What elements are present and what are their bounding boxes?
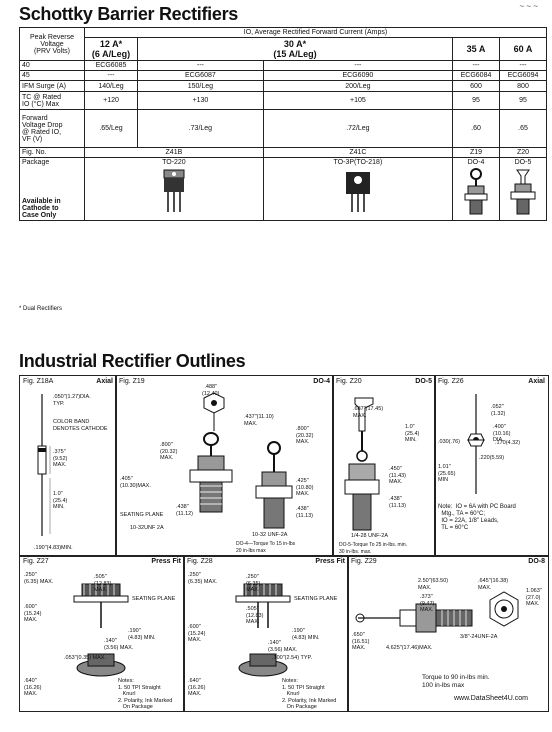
- package-label: Press Fit: [151, 558, 181, 565]
- table-cell: ---: [499, 60, 547, 71]
- fig-label: Fig. Z28: [187, 558, 213, 565]
- row-label: 45: [19, 70, 85, 81]
- table-cell: Z20: [499, 147, 547, 158]
- z26-drawing: [467, 394, 485, 494]
- section-title: Industrial Rectifier Outlines: [19, 351, 246, 371]
- availability-note: Available in Cathode to Case Only: [22, 198, 61, 219]
- table-cell: .65/Leg: [84, 109, 138, 148]
- package-label: Axial: [528, 378, 545, 385]
- table-cell: 95: [452, 91, 500, 110]
- package-label: Press Fit: [315, 558, 345, 565]
- table-cell: .73/Leg: [137, 109, 264, 148]
- row-label: 40: [19, 60, 85, 71]
- do4-package-icon: [464, 168, 488, 215]
- z28-drawing: [235, 583, 291, 677]
- table-row: Forward Voltage Drop @ Rated IO, VF (V).…: [19, 109, 547, 148]
- table-cell: ECG6085: [84, 60, 138, 71]
- footnote: * Dual Rectifiers: [19, 306, 63, 312]
- table-cell: .72/Leg: [262, 109, 454, 148]
- table-cell: ECG6084: [452, 70, 500, 81]
- package-label: Axial: [96, 378, 113, 385]
- table-cell: .60: [452, 109, 500, 148]
- fig-label: Fig. Z26: [438, 378, 464, 385]
- panel-z20: Fig. Z20 DO-5 .687"(17.45) MAX. 1.0" (25…: [332, 375, 436, 557]
- row-label: IFM Surge (A): [19, 80, 85, 92]
- row-label: Forward Voltage Drop @ Rated IO, VF (V): [19, 109, 85, 148]
- package-label: DO-5: [415, 378, 432, 385]
- panel-z18a: Fig. Z18A Axial .050"(1.27)DIA. TYP. COL…: [19, 375, 117, 557]
- group-12a: 12 A*(6 A/Leg): [84, 37, 138, 61]
- table-cell: Z41C: [262, 147, 454, 158]
- fig-label: Fig. Z27: [23, 558, 49, 565]
- panel-z26: Fig. Z26 Axial .052" (1.32) .400" (10.16…: [434, 375, 549, 557]
- table-cell: ---: [137, 60, 264, 71]
- table-cell: DO-4: [452, 157, 500, 221]
- page-title: Schottky Barrier Rectifiers: [19, 4, 238, 24]
- table-cell: ECG6090: [262, 70, 454, 81]
- z27-drawing: [73, 583, 129, 677]
- do5-package-icon: [510, 169, 536, 215]
- table-cell: +130: [137, 91, 264, 110]
- table-cell: ECG6094: [499, 70, 547, 81]
- prv-header: Peak Reverse Voltage (PRV Volts): [19, 27, 85, 61]
- z19-drawing: [189, 392, 293, 529]
- fig-label: Fig. Z18A: [23, 378, 54, 385]
- spec-table: Peak Reverse Voltage (PRV Volts) IO, Ave…: [19, 27, 547, 221]
- group-30a: 30 A*(15 A/Leg): [137, 37, 453, 61]
- watermark: www.DataSheet4U.com: [454, 695, 528, 702]
- current-header: IO, Average Rectified Forward Current (A…: [84, 27, 547, 38]
- table-cell: +120: [84, 91, 138, 110]
- table-cell: 95: [499, 91, 547, 110]
- panel-z29: Fig. Z29 DO-8 2.50"(63.50) MAX. .645"(16…: [347, 555, 549, 712]
- table-cell: Z41B: [84, 147, 264, 158]
- fig-label: Fig. Z29: [351, 558, 377, 565]
- z18a-drawing: [37, 394, 51, 536]
- group-35a: 35 A: [452, 37, 500, 61]
- z29-drawing: [355, 591, 519, 633]
- table-cell: DO-5: [499, 157, 547, 221]
- table-cell: ---: [452, 60, 500, 71]
- panel-z27: Fig. Z27 Press Fit .250" (6.35) MAX. .50…: [19, 555, 185, 712]
- group-60a: 60 A: [499, 37, 547, 61]
- package-label: DO-4: [313, 378, 330, 385]
- table-cell: 600: [452, 80, 500, 92]
- fig-label: Fig. Z19: [119, 378, 145, 385]
- table-cell: ---: [84, 70, 138, 81]
- table-cell: +105: [262, 91, 454, 110]
- table-cell: TO-220: [84, 157, 264, 221]
- row-label: Fig. No.: [19, 147, 85, 158]
- corner-mark: ~ ~ ~: [519, 2, 538, 11]
- table-cell: ECG6087: [137, 70, 264, 81]
- package-label: DO-8: [528, 558, 545, 565]
- table-cell: TO-3P(TO-218): [262, 157, 454, 221]
- panel-z28: Fig. Z28 Press Fit .250" (6.35) MAX. .50…: [183, 555, 349, 712]
- to3p-package-icon: [345, 172, 370, 212]
- fig-label: Fig. Z20: [336, 378, 362, 385]
- table-cell: ---: [262, 60, 454, 71]
- row-label: TC @ Rated IO (°C) Max: [19, 91, 85, 110]
- table-cell: .65: [499, 109, 547, 148]
- table-cell: 800: [499, 80, 547, 92]
- table-cell: Z19: [452, 147, 500, 158]
- to220-package-icon: [163, 169, 185, 212]
- panel-z19: Fig. Z19 DO-4 .488" (12.40) .800" (20.32…: [115, 375, 334, 557]
- z20-drawing: [344, 397, 380, 531]
- table-cell: 200/Leg: [262, 80, 454, 92]
- table-cell: 140/Leg: [84, 80, 138, 92]
- table-cell: 150/Leg: [137, 80, 264, 92]
